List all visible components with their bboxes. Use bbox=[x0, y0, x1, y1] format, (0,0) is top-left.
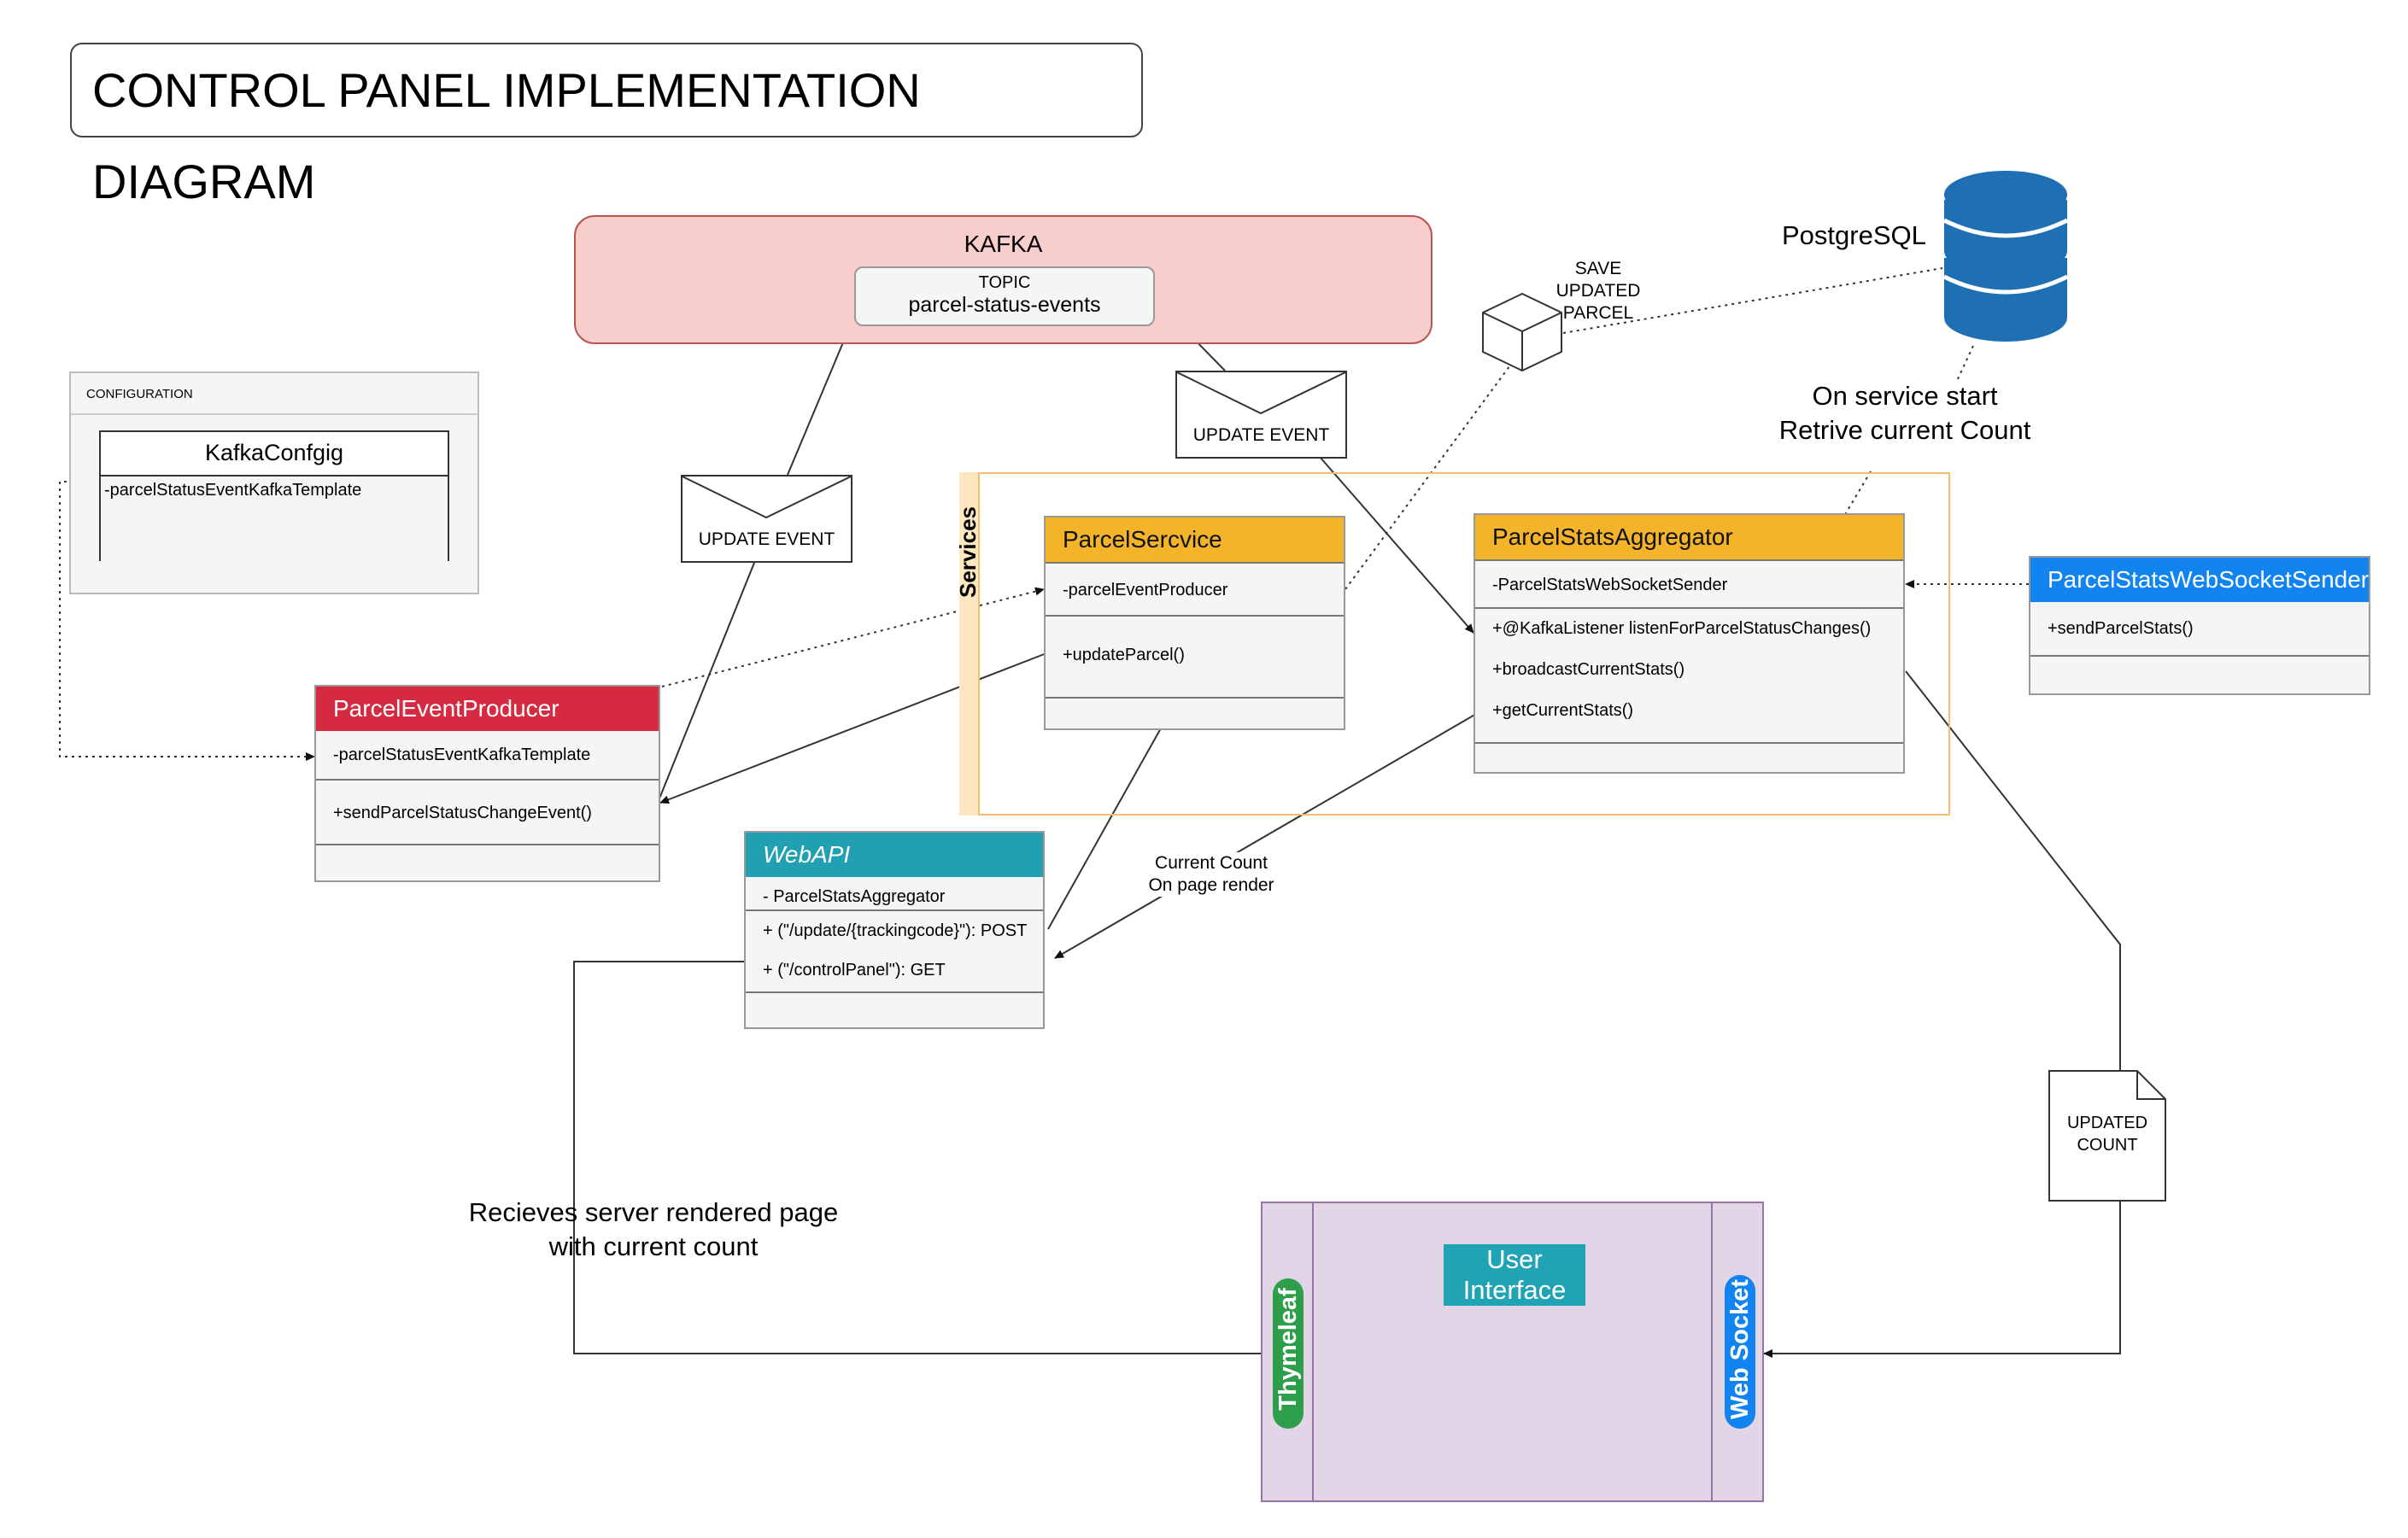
kafka-config-name: KafkaConfgig bbox=[101, 432, 448, 477]
class-field: -ParcelStatsWebSocketSender bbox=[1475, 559, 1903, 607]
class-field: -parcelEventProducer bbox=[1046, 562, 1344, 615]
envelope-to-topic-link bbox=[787, 325, 851, 476]
class-methods: + ("/update/{trackingcode}"): POST + ("/… bbox=[746, 909, 1043, 991]
kafka-config-class: KafkaConfgig -parcelStatusEventKafkaTemp… bbox=[99, 430, 449, 561]
producer-to-envelope-link bbox=[657, 558, 757, 804]
class-field: - ParcelStatsAggregator bbox=[763, 887, 946, 906]
update-event-envelope-right: UPDATE EVENT bbox=[1175, 371, 1347, 459]
user-interface-label: User Interface bbox=[1444, 1244, 1585, 1306]
envelope-flap-icon bbox=[683, 477, 851, 519]
diagram-title: CONTROL PANEL IMPLEMENTATION DIAGRAM bbox=[70, 43, 1143, 208]
parcel-event-producer-class[interactable]: ParcelEventProducer -parcelStatusEventKa… bbox=[314, 685, 660, 882]
parcel-service-class[interactable]: ParcelSercvice -parcelEventProducer +upd… bbox=[1044, 516, 1345, 730]
startup-note: On service start Retrive current Count bbox=[1778, 381, 2031, 445]
count-to-websocket-link bbox=[1763, 1201, 2121, 1358]
server-render-note: Recieves server rendered page with curre… bbox=[468, 1197, 839, 1261]
updated-count-note: UPDATED COUNT bbox=[2066, 1114, 2148, 1155]
topic-name: parcel-status-events bbox=[908, 293, 1101, 317]
current-count-note: Current Count On page render bbox=[1126, 852, 1297, 897]
web-api-class[interactable]: WebAPI - ParcelStatsAggregator + ("/upda… bbox=[744, 831, 1045, 1029]
kafka-cluster: KAFKA TOPIC parcel-status-events bbox=[574, 215, 1432, 344]
database-to-aggregator-link bbox=[1955, 345, 1974, 383]
class-method: +getCurrentStats() bbox=[1492, 701, 1634, 720]
parcel-stats-aggregator-class[interactable]: ParcelStatsAggregator -ParcelStatsWebSoc… bbox=[1474, 513, 1905, 774]
class-method: + ("/update/{trackingcode}"): POST bbox=[763, 921, 1028, 940]
websocket-sender-class[interactable]: ParcelStatsWebSocketSender +sendParcelSt… bbox=[2029, 556, 2370, 695]
services-strip bbox=[959, 472, 980, 816]
update-event-envelope-left: UPDATE EVENT bbox=[681, 475, 852, 563]
class-field: -parcelStatusEventKafkaTemplate bbox=[333, 746, 591, 764]
class-name: WebAPI bbox=[746, 833, 1043, 877]
class-method: +updateParcel() bbox=[1046, 615, 1344, 697]
websocket-lane bbox=[1711, 1203, 1762, 1500]
envelope-left-label: UPDATE EVENT bbox=[698, 529, 835, 549]
class-name: ParcelStatsWebSocketSender bbox=[2030, 558, 2369, 602]
services-label: Services bbox=[955, 506, 981, 598]
websocket-badge: Web Socket bbox=[1725, 1275, 1755, 1429]
class-name: ParcelStatsAggregator bbox=[1475, 515, 1903, 559]
thymeleaf-label: Thymeleaf bbox=[1274, 1288, 1302, 1411]
kafka-label: KAFKA bbox=[964, 231, 1043, 257]
database-label: PostgreSQL bbox=[1782, 220, 1926, 250]
class-method: + ("/controlPanel"): GET bbox=[763, 961, 946, 980]
database-icon bbox=[1942, 171, 2069, 342]
configuration-header: CONFIGURATION bbox=[86, 387, 193, 401]
websocket-label: Web Socket bbox=[1726, 1279, 1754, 1419]
envelope-flap-icon bbox=[1177, 372, 1345, 415]
configuration-package: CONFIGURATION KafkaConfgig -parcelStatus… bbox=[69, 371, 479, 594]
envelope-right-label: UPDATE EVENT bbox=[1192, 425, 1330, 445]
save-cube-icon bbox=[1482, 292, 1562, 372]
class-method: +sendParcelStatusChangeEvent() bbox=[316, 779, 659, 844]
document-icon bbox=[2048, 1070, 2166, 1202]
class-method: +broadcastCurrentStats() bbox=[1492, 660, 1685, 679]
class-name: ParcelSercvice bbox=[1046, 518, 1344, 562]
kafka-config-field: -parcelStatusEventKafkaTemplate bbox=[101, 477, 448, 561]
thymeleaf-badge: Thymeleaf bbox=[1273, 1278, 1304, 1429]
class-name: ParcelEventProducer bbox=[316, 687, 659, 731]
user-interface-frame[interactable]: User Interface Thymeleaf Web Socket bbox=[1261, 1202, 1764, 1502]
thymeleaf-lane bbox=[1263, 1203, 1314, 1500]
class-method: +@KafkaListener listenForParcelStatusCha… bbox=[1492, 619, 1872, 638]
topic-caption: TOPIC bbox=[978, 273, 1031, 292]
save-updated-parcel-note: SAVE UPDATED PARCEL bbox=[1556, 259, 1641, 323]
kafka-topic: TOPIC parcel-status-events bbox=[854, 266, 1155, 326]
class-method: +sendParcelStats() bbox=[2048, 619, 2194, 638]
class-methods: +@KafkaListener listenForParcelStatusCha… bbox=[1475, 607, 1903, 742]
